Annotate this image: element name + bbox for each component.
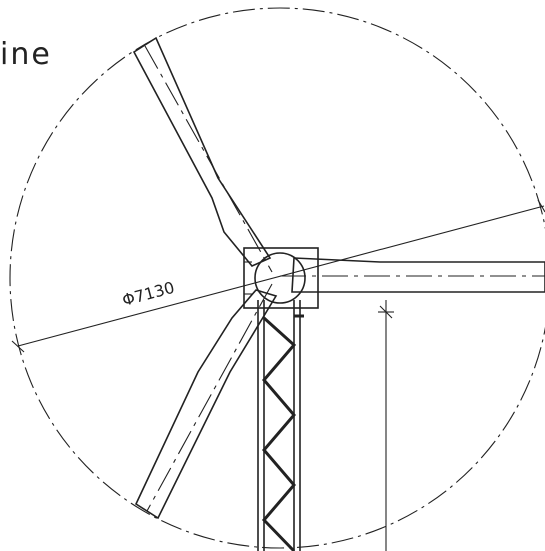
diameter-tick-left [11,340,25,353]
diameter-dimension-line [17,205,545,347]
rotor-hub [254,252,306,304]
blade-upper-left-centerline [144,45,273,273]
blade-lower-left-centerline [146,283,273,512]
blade-right [280,257,545,293]
drawing-title-fragment: ine [0,37,52,72]
rotor-diameter-label: Φ7130 [120,278,176,310]
hub-height-dimension [378,300,394,551]
tower-zigzag-bracing [261,316,297,551]
nacelle-housing [243,247,319,309]
blade-right-outline [291,257,545,293]
diameter-tick-right [537,199,545,213]
rotor-sweep-circle [9,7,545,549]
blade-lower-left [134,283,278,520]
blade-upper-left [132,36,273,273]
hub-height-tick [379,305,393,319]
lattice-tower [257,300,304,551]
